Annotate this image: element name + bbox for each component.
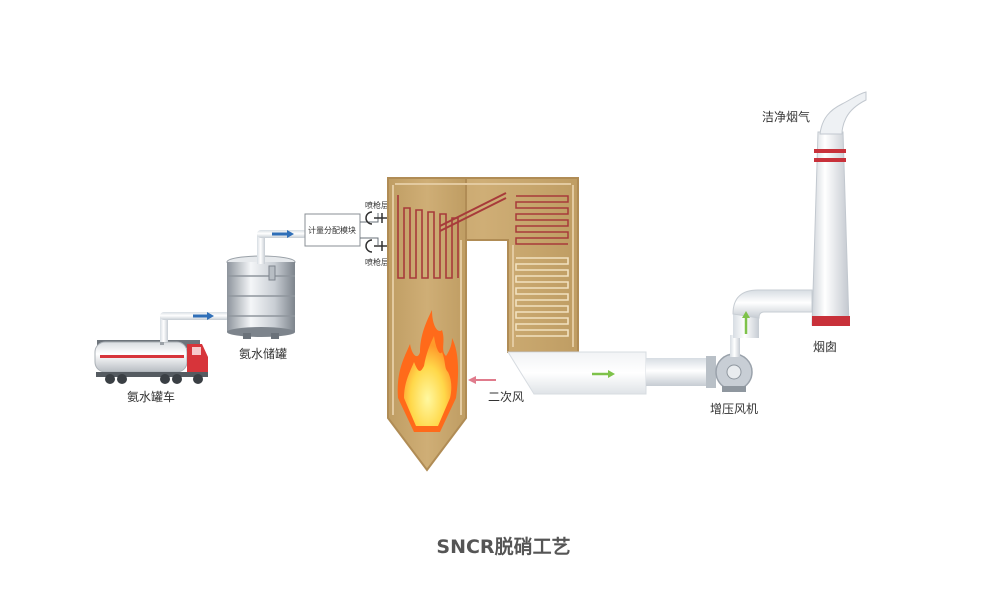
spray-nozzle-icon bbox=[365, 239, 388, 253]
diagram-caption: SNCR脱硝工艺 bbox=[436, 536, 571, 558]
spray-layer-top-label: 喷枪层 bbox=[365, 200, 389, 210]
secondary-air-label: 二次风 bbox=[488, 390, 524, 404]
storage-tank-label: 氨水储罐 bbox=[239, 346, 287, 361]
chimney-label: 烟囱 bbox=[813, 340, 837, 354]
chimney bbox=[811, 91, 867, 326]
tanker-label: 氨水罐车 bbox=[127, 389, 175, 404]
booster-fan bbox=[706, 335, 753, 392]
booster-fan-label: 增压风机 bbox=[710, 402, 758, 416]
secondary-air-arrow-icon bbox=[468, 376, 496, 384]
spray-layer-bottom-label: 喷枪层 bbox=[365, 257, 389, 267]
clean-flue-gas-label: 洁净烟气 bbox=[762, 109, 810, 124]
flow-arrow-icon bbox=[193, 312, 214, 320]
spray-nozzle-icon bbox=[365, 211, 388, 225]
ammonia-tanker-truck bbox=[94, 337, 208, 384]
ammonia-storage-tank bbox=[226, 255, 296, 339]
flow-arrow-icon bbox=[272, 230, 294, 238]
feed-line-top bbox=[360, 213, 379, 223]
furnace-flame-icon bbox=[397, 310, 459, 432]
flow-arrow-icon bbox=[742, 311, 750, 334]
flue-gas-duct bbox=[507, 351, 706, 395]
metering-module-box bbox=[304, 213, 361, 247]
feed-line-bottom bbox=[360, 237, 379, 245]
flow-arrow-icon bbox=[592, 370, 615, 378]
metering-module-label: 计量分配模块 bbox=[308, 225, 356, 235]
